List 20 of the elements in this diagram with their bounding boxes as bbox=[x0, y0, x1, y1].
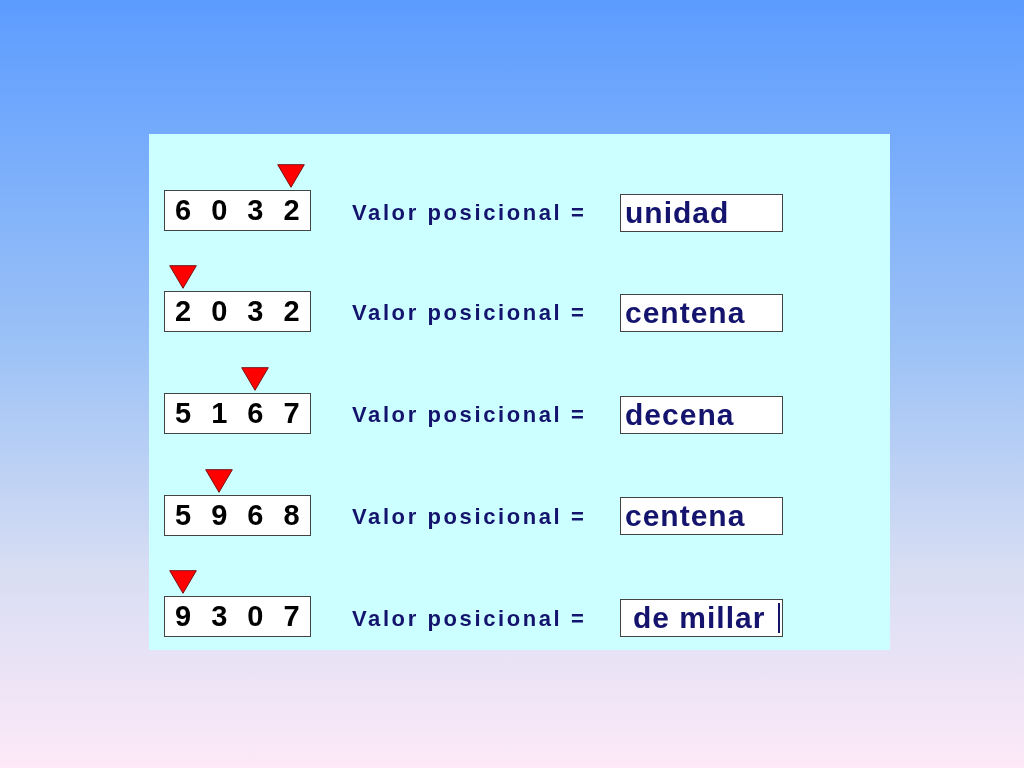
number-box: 6 0 3 2 bbox=[164, 190, 311, 231]
answer-text: decena bbox=[625, 397, 735, 433]
answer-text: unidad bbox=[625, 195, 730, 231]
answer-text: de millar bbox=[633, 600, 766, 636]
answer-text: centena bbox=[625, 498, 746, 534]
answer-box bbox=[620, 294, 783, 332]
answer-box bbox=[620, 396, 783, 434]
prompt-text: Valor posicional = bbox=[352, 606, 587, 632]
number-box: 2 0 3 2 bbox=[164, 291, 311, 332]
prompt-text: Valor posicional = bbox=[352, 504, 587, 530]
number-box: 5 9 6 8 bbox=[164, 495, 311, 536]
answer-box bbox=[620, 497, 783, 535]
number-box: 9 3 0 7 bbox=[164, 596, 311, 637]
answer-box bbox=[620, 599, 783, 637]
prompt-text: Valor posicional = bbox=[352, 402, 587, 428]
prompt-text: Valor posicional = bbox=[352, 200, 587, 226]
prompt-text: Valor posicional = bbox=[352, 300, 587, 326]
number-box: 5 1 6 7 bbox=[164, 393, 311, 434]
answer-box bbox=[620, 194, 783, 232]
answer-text: centena bbox=[625, 295, 746, 331]
